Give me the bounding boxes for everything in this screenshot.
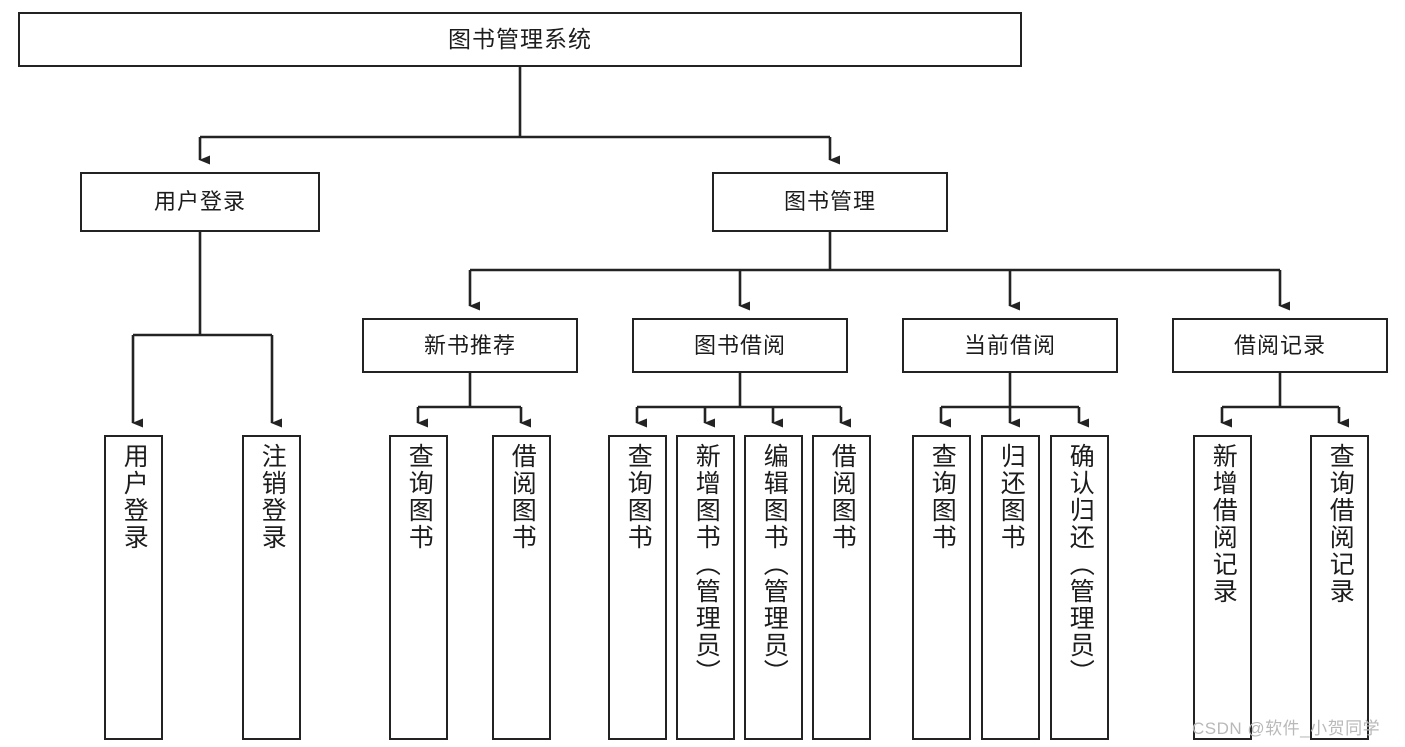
node-label: 新增借阅记录 [1209, 443, 1238, 605]
leaf-query-books-recommend[interactable]: 查询图书 [389, 435, 448, 740]
node-label: 查询图书 [405, 443, 434, 551]
leaf-logout[interactable]: 注销登录 [242, 435, 301, 740]
leaf-edit-book-admin[interactable]: 编辑图书（管理员） [744, 435, 803, 740]
node-root-system[interactable]: 图书管理系统 [18, 12, 1022, 67]
node-label: 确认归还（管理员） [1066, 443, 1095, 686]
node-new-book-recommend[interactable]: 新书推荐 [362, 318, 578, 373]
node-label: 图书借阅 [693, 332, 786, 358]
csdn-watermark: CSDN @软件_小贺同学 [1192, 719, 1381, 738]
node-label: 图书管理系统 [448, 26, 592, 53]
node-label: 图书管理 [783, 189, 876, 215]
node-label: 查询图书 [928, 443, 957, 551]
node-label: 新增图书（管理员） [692, 443, 721, 686]
node-borrow-records[interactable]: 借阅记录 [1172, 318, 1388, 373]
leaf-borrow-books[interactable]: 借阅图书 [812, 435, 871, 740]
node-label: 新书推荐 [423, 332, 516, 358]
node-label: 借阅记录 [1233, 332, 1326, 358]
node-label: 查询图书 [624, 443, 653, 551]
leaf-query-books-current[interactable]: 查询图书 [912, 435, 971, 740]
node-label: 借阅图书 [508, 443, 537, 551]
leaf-query-books-borrow[interactable]: 查询图书 [608, 435, 667, 740]
node-book-borrow[interactable]: 图书借阅 [632, 318, 848, 373]
node-label: 编辑图书（管理员） [760, 443, 789, 686]
node-label: 借阅图书 [828, 443, 857, 551]
leaf-add-borrow-record[interactable]: 新增借阅记录 [1193, 435, 1252, 740]
node-label: 用户登录 [153, 189, 246, 215]
node-book-management[interactable]: 图书管理 [712, 172, 948, 232]
node-label: 用户登录 [120, 443, 149, 551]
node-user-login[interactable]: 用户登录 [80, 172, 320, 232]
node-label: 当前借阅 [963, 332, 1056, 358]
leaf-query-borrow-record[interactable]: 查询借阅记录 [1310, 435, 1369, 740]
node-label: 归还图书 [997, 443, 1026, 551]
leaf-user-login[interactable]: 用户登录 [104, 435, 163, 740]
leaf-return-books[interactable]: 归还图书 [981, 435, 1040, 740]
leaf-borrow-books-recommend[interactable]: 借阅图书 [492, 435, 551, 740]
leaf-confirm-return-admin[interactable]: 确认归还（管理员） [1050, 435, 1109, 740]
node-label: 查询借阅记录 [1326, 443, 1355, 605]
node-current-borrow[interactable]: 当前借阅 [902, 318, 1118, 373]
node-label: 注销登录 [258, 443, 287, 551]
leaf-add-book-admin[interactable]: 新增图书（管理员） [676, 435, 735, 740]
